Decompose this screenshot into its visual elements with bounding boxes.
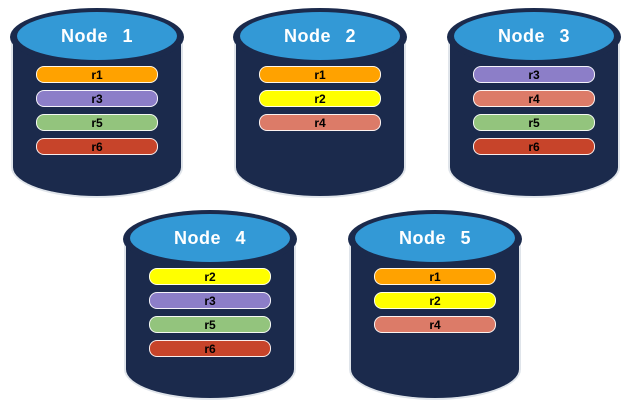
replica-list: r2 r3 r5 r6 [149, 268, 271, 357]
cylinder-top-face [17, 12, 177, 60]
replica-bar-r1: r1 [36, 66, 158, 83]
cylinder-top-face [454, 12, 614, 60]
node-label: Node 4 [173, 227, 246, 248]
cylinder-top-face [240, 12, 400, 60]
replica-bar-r2: r2 [374, 292, 496, 309]
db-node: Node 5 r1 r2 r4 [348, 210, 522, 400]
node-label: Node 5 [398, 227, 471, 248]
replica-bar-r5: r5 [36, 114, 158, 131]
replica-bar-r4: r4 [374, 316, 496, 333]
replica-bar-r3: r3 [36, 90, 158, 107]
replica-bar-r5: r5 [149, 316, 271, 333]
db-node: Node 1 r1 r3 r5 r6 [10, 8, 184, 198]
cylinder-top-rim [123, 210, 297, 268]
cylinder-top-face [130, 214, 290, 262]
db-node: Node 2 r1 r2 r4 [233, 8, 407, 198]
cylinder-top-face [355, 214, 515, 262]
replica-bar-r2: r2 [149, 268, 271, 285]
replica-bar-r2: r2 [259, 90, 381, 107]
node-label: Node 1 [60, 25, 133, 46]
replica-bar-r6: r6 [149, 340, 271, 357]
replica-bar-r4: r4 [473, 90, 595, 107]
replica-bar-r6: r6 [36, 138, 158, 155]
replica-bar-r3: r3 [473, 66, 595, 83]
replica-list: r1 r2 r4 [374, 268, 496, 333]
cylinder-top-rim [10, 8, 184, 66]
replica-bar-r6: r6 [473, 138, 595, 155]
replica-list: r3 r4 r5 r6 [473, 66, 595, 155]
replica-bar-r1: r1 [259, 66, 381, 83]
db-node: Node 4 r2 r3 r5 r6 [123, 210, 297, 400]
cylinder-top-rim [233, 8, 407, 66]
replica-bar-r5: r5 [473, 114, 595, 131]
cylinder-top-rim [447, 8, 621, 66]
replica-bar-r1: r1 [374, 268, 496, 285]
replica-list: r1 r3 r5 r6 [36, 66, 158, 155]
cylinder-top-rim [348, 210, 522, 268]
node-label: Node 3 [497, 25, 570, 46]
db-node: Node 3 r3 r4 r5 r6 [447, 8, 621, 198]
node-label: Node 2 [283, 25, 356, 46]
replica-bar-r4: r4 [259, 114, 381, 131]
replica-bar-r3: r3 [149, 292, 271, 309]
replica-list: r1 r2 r4 [259, 66, 381, 131]
